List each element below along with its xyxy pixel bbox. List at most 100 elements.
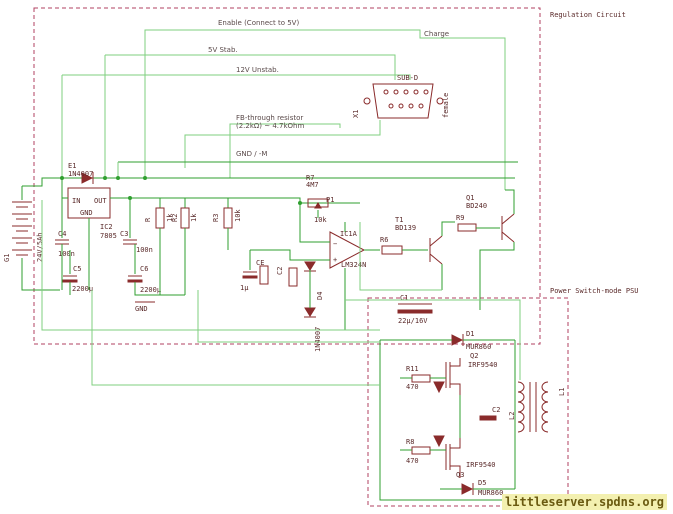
capacitor-c5: C5 2200µ (62, 250, 94, 295)
c5-label: C5 (73, 265, 81, 273)
c3-label: C3 (120, 230, 128, 238)
net-fb-label-2: (2.2kΩ) ~ 4.7kOhm (236, 122, 304, 130)
regulator-ic2: IN GND OUT IC2 7805 (62, 187, 130, 290)
female-label: female (442, 93, 450, 118)
mosfet-q2: Q2 IRF9540 (433, 352, 498, 395)
l2-label: L2 (508, 412, 516, 420)
c3-value: 100n (136, 246, 153, 254)
net-fb: FB-through resistor (2.2kΩ) ~ 4.7kOhm (184, 114, 381, 178)
x1-label: X1 (352, 110, 360, 118)
resistor-r3: R3 10k (212, 198, 242, 250)
l2-capacitor-label: C2 (492, 406, 500, 414)
diode-d4: D4 1N4007 (304, 261, 324, 352)
ic2-out: OUT (94, 197, 107, 205)
battery-g1: G1 24V/5Ah (3, 186, 60, 291)
c1-value: 22µ/16V (398, 317, 428, 325)
r9-label: R9 (456, 214, 464, 222)
sub-d-label: SUB-D (397, 74, 418, 82)
c6-value: 2200µ (140, 286, 162, 294)
resistor-r11: R11 470 (400, 365, 446, 391)
ic1-value: LM324N (341, 261, 366, 269)
r3-value: 10k (234, 209, 242, 222)
regulation-frame-label: Regulation Circuit (550, 11, 626, 19)
capacitor-c6: C6 2200µ GND (127, 244, 185, 313)
capacitor-c2: C2 (276, 267, 298, 287)
e1-label: E1 (68, 162, 76, 170)
c1-label: C1 (400, 294, 408, 302)
r-value: 1k (166, 213, 174, 222)
d4-label: D4 (316, 292, 324, 300)
r-label: R (144, 217, 152, 222)
opamp-plus: + (333, 256, 337, 264)
capacitor-ce: CE (256, 259, 269, 285)
inductor-l1-l2: L2 L1 (508, 381, 566, 433)
psu-frame-label: Power Switch-mode PSU (550, 287, 639, 295)
d5-value: MUR860 (478, 489, 503, 497)
e1-value: 1N4007 (68, 170, 93, 178)
net-gnd-m: GND / -M (117, 150, 518, 178)
q2-value: IRF9540 (468, 361, 498, 369)
r8-label: R8 (406, 438, 414, 446)
p1-value: 10k (314, 216, 327, 224)
mosfet-q3: IRF9540 Q3 (433, 435, 496, 479)
l1-label: L1 (558, 388, 566, 396)
ic2-gnd: GND (80, 209, 93, 217)
transistor-t1: T1 BD139 (395, 216, 455, 290)
diode-e1: E1 1N4007 (68, 162, 94, 184)
r2-label: R2 (171, 214, 179, 222)
net-charge-label: Charge (424, 30, 449, 38)
c4-value: 100n (58, 250, 75, 258)
net-12v-label: 12V Unstab. (236, 66, 279, 74)
q3-value: IRF9540 (466, 461, 496, 469)
c6-label: C6 (140, 265, 148, 273)
r11-label: R11 (406, 365, 419, 373)
resistor-r6: R6 (380, 236, 428, 255)
capacitor-c3: C3 100n (120, 198, 153, 254)
resistor-r8: R8 470 (400, 438, 446, 465)
sub-d-connector: SUB-D X1 female (352, 74, 450, 119)
resistor-r7: R7 4M7 (306, 174, 329, 208)
r7-label: R7 (306, 174, 314, 182)
diode-d1: D1 MUR860 (380, 330, 515, 351)
q3-label: Q3 (456, 471, 464, 479)
gnd-label: GND (135, 305, 148, 313)
d1-label: D1 (466, 330, 474, 338)
c4-label: C4 (58, 230, 66, 238)
transistor-q1: Q1 BD240 (466, 189, 515, 310)
t1-label: T1 (395, 216, 403, 224)
p1-label: P1 (326, 196, 334, 204)
diode-d5: D5 MUR860 (440, 479, 515, 497)
net-fb-label: FB-through resistor (236, 114, 303, 122)
r6-label: R6 (380, 236, 388, 244)
q1-label: Q1 (466, 194, 474, 202)
r11-value: 470 (406, 383, 419, 391)
capacitor-lp: 1µ (240, 250, 258, 292)
ic2-in: IN (72, 197, 80, 205)
net-enable-label: Enable (Connect to 5V) (218, 19, 299, 27)
t1-value: BD139 (395, 224, 416, 232)
resistor-r9: R9 (456, 214, 500, 232)
net-gnd-m-label: GND / -M (236, 150, 267, 158)
q2-label: Q2 (470, 352, 478, 360)
d4-value: 1N4007 (314, 327, 322, 352)
r7-value: 4M7 (306, 181, 319, 189)
ic1-label: IC1A (340, 230, 358, 238)
psu-frame (367, 297, 569, 507)
opamp-minus: − (333, 240, 337, 248)
capacitor-c1: C1 22µ/16V (397, 294, 433, 325)
r8-value: 470 (406, 457, 419, 465)
d5-label: D5 (478, 479, 486, 487)
q1-value: BD240 (466, 202, 487, 210)
resistor-r2: R2 1k (171, 198, 198, 295)
ic2-value: 7805 (100, 232, 117, 240)
r3-label: R3 (212, 214, 220, 222)
c5-value: 2200µ (72, 285, 94, 293)
watermark: littleserver.spdns.org (502, 494, 667, 510)
ic2-label: IC2 (100, 223, 113, 231)
capacitor-l2: C2 (479, 406, 500, 421)
g1-label: G1 (3, 254, 11, 262)
net-12v: 12V Unstab. (61, 66, 411, 178)
net-enable: Enable (Connect to 5V) (144, 19, 345, 178)
potentiometer-p1: P1 10k (314, 196, 334, 224)
